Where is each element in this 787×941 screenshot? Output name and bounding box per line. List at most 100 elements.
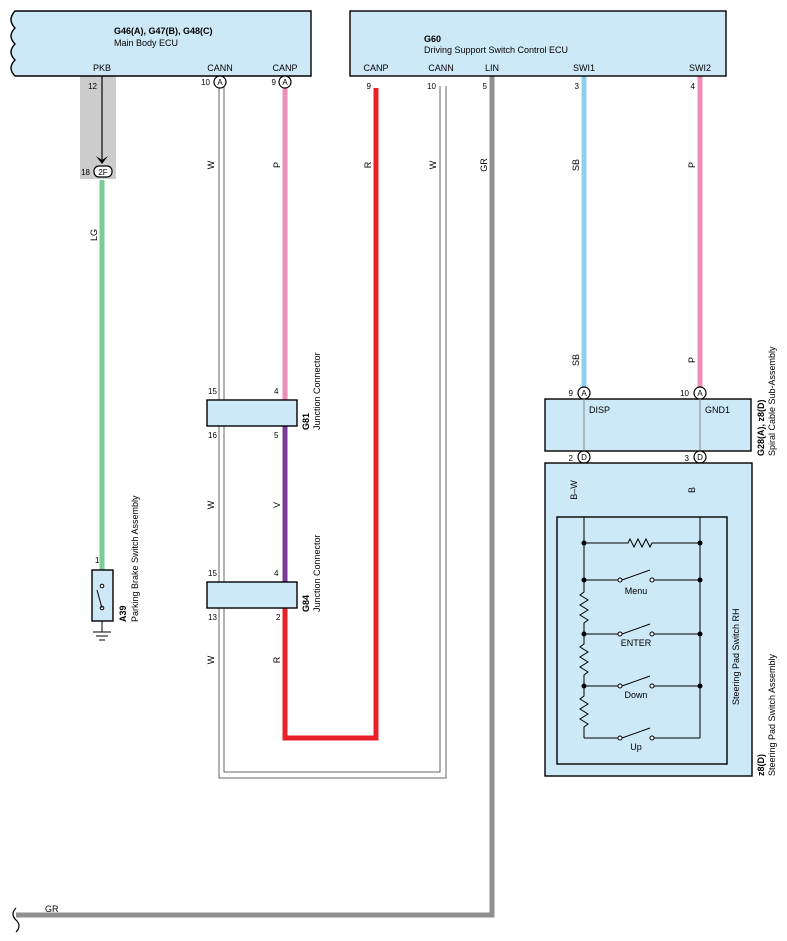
connector-2f-label: 2F: [98, 168, 107, 177]
main-body-ecu-box: [10, 10, 312, 77]
steering-pad-code: z8(D): [756, 754, 766, 776]
wire-label-v: V: [272, 502, 282, 508]
wire-label-bw: B–W: [569, 480, 579, 500]
wire-label-p3: P: [687, 357, 697, 363]
pin-name-pkb: PKB: [93, 63, 111, 73]
wire-label-r1: R: [363, 161, 373, 168]
wire-label-gr2: GR: [45, 904, 59, 914]
node-dot-2: [697, 540, 703, 546]
pkb-arrow: [96, 156, 108, 164]
g81-pin-tl: 15: [208, 387, 217, 396]
g84-code: G84: [301, 595, 311, 612]
wire-r-canp: [282, 88, 379, 741]
wire-label-b: B: [687, 487, 697, 493]
pin-name-canp2: CANP: [363, 63, 388, 73]
connector-2f: [93, 165, 113, 178]
connector-a-canp1: [278, 75, 292, 89]
connector-a-cann1-label: A: [217, 78, 223, 87]
pb-pin-num: 1: [95, 556, 100, 565]
g84-pin-br: 2: [276, 613, 281, 622]
spiral-pin-disp: DISP: [589, 405, 610, 415]
spiral-connector-a-left-label: A: [581, 389, 587, 398]
wire-label-gr1: GR: [479, 158, 489, 172]
pin-num-swi2: 4: [691, 82, 696, 91]
pb-code: A39: [118, 605, 128, 622]
spiral-connector-a-right-label: A: [697, 389, 703, 398]
connector-a-cann1: [213, 75, 227, 89]
wire-label-w3: W: [206, 500, 216, 509]
pb-switch-blade: [96, 589, 103, 609]
switch-down: [581, 675, 703, 689]
junction-g81-box: [206, 399, 298, 427]
circuit-left-resistor-3: [579, 686, 589, 738]
pin-num-cann1: 10: [201, 78, 210, 87]
pin-num-canp2: 9: [367, 82, 372, 91]
g84-pin-tl: 15: [208, 569, 217, 578]
g84-pin-tr: 4: [274, 569, 279, 578]
junction-g84-box: [206, 581, 298, 609]
switch-label-up: Up: [630, 742, 642, 752]
wire-label-w1: W: [206, 160, 216, 169]
pin-name-cann2: CANN: [428, 63, 454, 73]
spiral-connector-d-left-label: D: [581, 453, 587, 462]
spiral-pin-out-left: 2: [569, 454, 574, 463]
wire-label-sb1: SB: [571, 159, 581, 171]
switch-control-ecu-box: [349, 10, 727, 77]
wire-label-sb2: SB: [571, 354, 581, 366]
spiral-connector-d-right-label: D: [697, 453, 703, 462]
g81-pin-br: 5: [274, 431, 279, 440]
wire-w-cann-inner: [223, 86, 441, 773]
pin-name-swi2: SWI2: [689, 63, 711, 73]
main-body-ecu-code: G46(A), G47(B), G48(C): [114, 26, 213, 36]
spiral-pin-out-right: 3: [685, 454, 690, 463]
wire-w-cann-outer: [218, 86, 447, 779]
parking-brake-switch-box: [91, 569, 114, 622]
switch-up: [584, 727, 700, 741]
wire-label-w2: W: [428, 160, 438, 169]
pin-name-swi1: SWI1: [573, 63, 595, 73]
spiral-cable-box: [544, 398, 752, 452]
wire-label-w4: W: [206, 655, 216, 664]
wire-label-lg: LG: [89, 229, 99, 241]
pb-contact-top: [99, 583, 105, 589]
pin-num-cann2: 10: [427, 82, 436, 91]
spiral-code: G28(A), z8(D): [756, 399, 766, 456]
main-body-ecu-name: Main Body ECU: [114, 38, 178, 48]
connector-a-canp1-label: A: [282, 78, 288, 87]
switch-label-enter: ENTER: [621, 638, 652, 648]
switch-enter: [581, 623, 703, 637]
pin-name-lin: LIN: [485, 63, 499, 73]
pin-num-pkb: 12: [88, 82, 97, 91]
wire-label-p1: P: [272, 162, 282, 168]
switch-label-down: Down: [624, 690, 647, 700]
wire-gr-lin: [16, 76, 495, 918]
g81-code: G81: [301, 413, 311, 430]
spiral-name: Spiral Cable Sub-Assembly: [767, 346, 777, 456]
switch-control-ecu-code: G60: [424, 34, 441, 44]
g84-pin-bl: 13: [208, 613, 217, 622]
pin-name-canp1: CANP: [272, 63, 297, 73]
wire-break-mark: [12, 907, 20, 933]
pkb-shield-shade: [80, 76, 116, 179]
g81-pin-bl: 16: [208, 431, 217, 440]
spiral-pin-in-right: 10: [680, 389, 689, 398]
circuit-left-resistor-2: [579, 634, 589, 686]
steering-pad-name: Steering Pad Switch Assembly: [767, 653, 777, 776]
g81-pin-tr: 4: [274, 387, 279, 396]
pb-name: Parking Brake Switch Assembly: [130, 495, 140, 622]
pin-num-canp1: 9: [272, 78, 277, 87]
pin-name-cann1: CANN: [207, 63, 233, 73]
circuit-left-resistor-1: [579, 580, 589, 634]
g81-name: Junction Connector: [312, 352, 322, 430]
circuit-top-resistor-branch: [584, 537, 700, 549]
pin-num-swi1: 3: [575, 82, 580, 91]
node-dot-1: [581, 540, 587, 546]
switch-menu: [581, 569, 703, 583]
pin-num-lin: 5: [483, 82, 488, 91]
spiral-pin-in-left: 9: [569, 389, 574, 398]
switch-control-ecu-name: Driving Support Switch Control ECU: [424, 45, 568, 55]
switch-label-menu: Menu: [625, 586, 648, 596]
g84-name: Junction Connector: [312, 534, 322, 612]
pin-num-2f: 18: [81, 168, 90, 177]
